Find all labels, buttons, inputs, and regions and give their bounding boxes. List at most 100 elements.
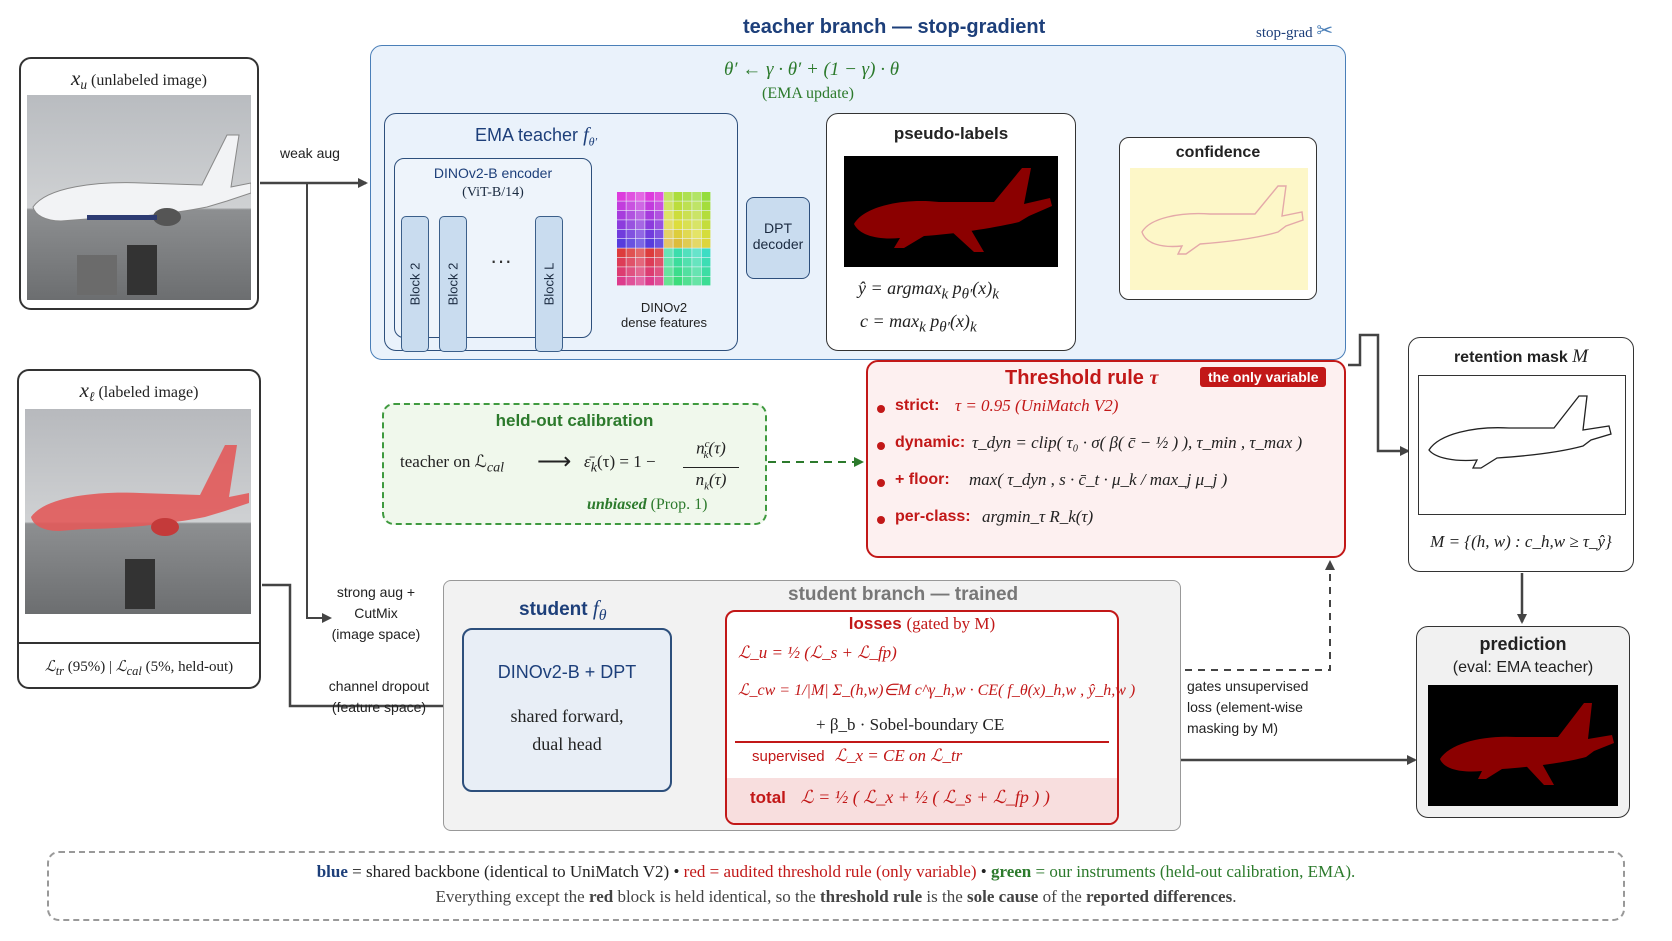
feature-cell [664, 210, 673, 220]
airplane-silhouette [854, 168, 1052, 252]
pseudo-labels-title: pseudo-labels [893, 124, 1009, 143]
prediction-map [1428, 685, 1618, 806]
loss-boundary: + β_b · Sobel-boundary CE [816, 715, 1005, 734]
encoder-block-L: Block L [535, 216, 563, 352]
feature-cell [654, 210, 664, 220]
feature-cell [635, 210, 645, 220]
threshold-rule-bullet [877, 442, 885, 450]
feature-cell [701, 248, 711, 258]
feature-cell [654, 257, 664, 267]
feature-cell [682, 220, 692, 229]
labeled-split: ℒtr (95%) | ℒcal (5%, held-out) [44, 659, 234, 678]
confidence-outline [1141, 185, 1304, 255]
unlabeled-caption: xu (unlabeled image) [71, 66, 207, 93]
feature-cell [701, 239, 711, 248]
airplane-photo [32, 134, 251, 295]
feature-cell [692, 201, 701, 211]
confidence-title: confidence [1175, 144, 1261, 161]
feature-cell [626, 239, 636, 248]
calibration-equation: ε̄k(τ) = 1 − [584, 452, 656, 476]
feature-cell [654, 201, 664, 211]
threshold-rule-bullet [877, 516, 885, 524]
feature-cell [617, 248, 626, 258]
feature-cell [617, 239, 626, 248]
max-confidence-equation: c = maxk pθ′(x)k [860, 311, 977, 336]
feature-cell [664, 257, 673, 267]
arrow-strong-aug [306, 183, 332, 623]
feature-cell [692, 210, 701, 220]
only-variable-badge: the only variable [1200, 367, 1327, 387]
threshold-rule-label: strict: [895, 397, 940, 414]
feature-cell [701, 220, 711, 229]
feature-cell [635, 239, 645, 248]
feature-cell [664, 248, 673, 258]
mask-outline [1428, 395, 1612, 469]
feature-cell [635, 229, 645, 239]
labeled-split-divider [17, 642, 261, 644]
student-title: student fθ [519, 596, 607, 624]
feature-cell [682, 192, 692, 201]
feature-cell [645, 229, 654, 239]
labeled-caption: xℓ (labeled image) [79, 378, 199, 405]
feature-cell [701, 210, 711, 220]
feature-cell [654, 192, 664, 201]
feature-cell [673, 192, 683, 201]
threshold-rule-box [866, 360, 1346, 558]
feature-cell [635, 248, 645, 258]
feature-cell [645, 276, 654, 286]
feature-cell [645, 248, 654, 258]
loss-cw: ℒ_cw = 1/|M| Σ_(h,w)∈M c^γ_h,w · CE( f_θ… [738, 682, 1136, 699]
feature-cell [692, 220, 701, 229]
scissors-icon: ✂ [1316, 20, 1334, 42]
feature-cell [682, 210, 692, 220]
feature-cell [626, 276, 636, 286]
feature-cell [626, 201, 636, 211]
unlabeled-image [27, 95, 251, 300]
feature-cell [701, 192, 711, 201]
feature-cell [701, 201, 711, 211]
feature-cell [682, 239, 692, 248]
student-shared: shared forward, dual head [510, 706, 624, 754]
feature-cell [673, 201, 683, 211]
feature-cell [635, 201, 645, 211]
encoder-block-2: Block 2 [439, 216, 467, 352]
feature-cell [617, 210, 626, 220]
feature-cell [664, 239, 673, 248]
prediction-title: prediction [1479, 634, 1567, 654]
ellipsis: ··· [490, 248, 512, 273]
dpt-decoder-box: DPT decoder [746, 197, 810, 279]
feature-cell [617, 192, 626, 201]
feature-cell [626, 248, 636, 258]
threshold-rule-body: τ = 0.95 (UniMatch V2) [955, 396, 1119, 415]
feature-cell [635, 192, 645, 201]
prediction-subtitle: (eval: EMA teacher) [1452, 659, 1594, 676]
feature-cell [654, 276, 664, 286]
feature-cell [673, 210, 683, 220]
dense-features-grid [617, 192, 711, 286]
calibration-arrow-icon: ⟶ [537, 448, 572, 475]
student-branch-title: student branch — trained [788, 584, 1019, 605]
feature-cell [645, 267, 654, 276]
feature-cell [617, 267, 626, 276]
teacher-branch-title: teacher branch — stop-gradient [743, 16, 1046, 38]
feature-cell [682, 276, 692, 286]
loss-supervised: supervised ℒ_x = CE on ℒ_tr [752, 746, 963, 765]
weak-aug-label: weak aug [280, 145, 340, 161]
feature-cell [692, 229, 701, 239]
feature-cell [701, 267, 711, 276]
feature-cell [626, 220, 636, 229]
encoder-block-1: Block 2 [401, 216, 429, 352]
feature-cell [626, 192, 636, 201]
feature-cell [682, 257, 692, 267]
features-label: DINOv2 dense features [620, 300, 707, 330]
calibration-note: unbiased (Prop. 1) [587, 496, 708, 513]
threshold-rule-label: per-class: [895, 508, 971, 525]
feature-cell [654, 248, 664, 258]
threshold-title: Threshold rule τ [1005, 367, 1159, 389]
feature-cell [673, 229, 683, 239]
feature-cell [626, 229, 636, 239]
feature-cell [635, 220, 645, 229]
labeled-image [25, 409, 251, 614]
feature-cell [654, 220, 664, 229]
retention-mask-formula: M = {(h, w) : c_h,w ≥ τ_ŷ} [1430, 532, 1612, 551]
